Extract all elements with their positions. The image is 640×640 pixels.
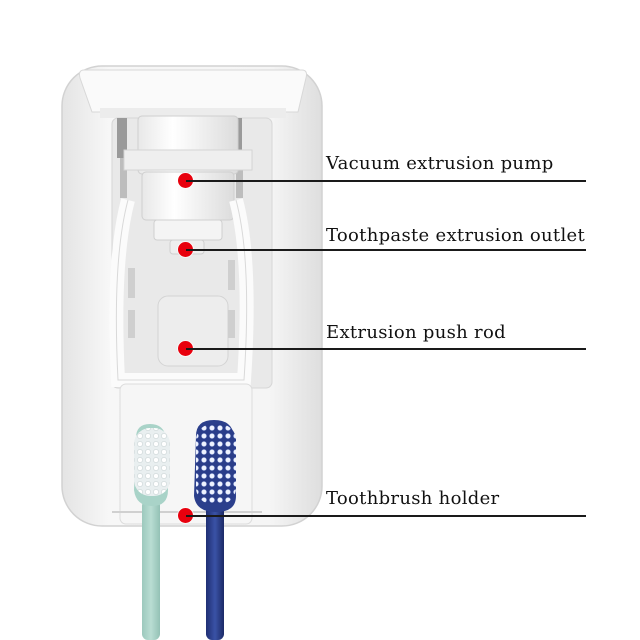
toothbrush-green — [134, 424, 170, 640]
marker-dot-holder — [178, 508, 193, 523]
label-extrusion-push-rod: Extrusion push rod — [326, 322, 506, 343]
leader-line-outlet — [186, 249, 586, 251]
pump-assembly — [123, 115, 253, 255]
label-toothpaste-extrusion-outlet: Toothpaste extrusion outlet — [326, 225, 585, 246]
label-toothbrush-holder: Toothbrush holder — [326, 488, 500, 509]
marker-dot-outlet — [178, 242, 193, 257]
leader-line-holder — [186, 515, 586, 517]
marker-dot-pump — [178, 173, 193, 188]
label-vacuum-extrusion-pump: Vacuum extrusion pump — [326, 153, 554, 174]
toothbrush-blue — [194, 420, 236, 640]
leader-line-rod — [186, 348, 586, 350]
marker-dot-rod — [178, 341, 193, 356]
leader-line-pump — [186, 180, 586, 182]
